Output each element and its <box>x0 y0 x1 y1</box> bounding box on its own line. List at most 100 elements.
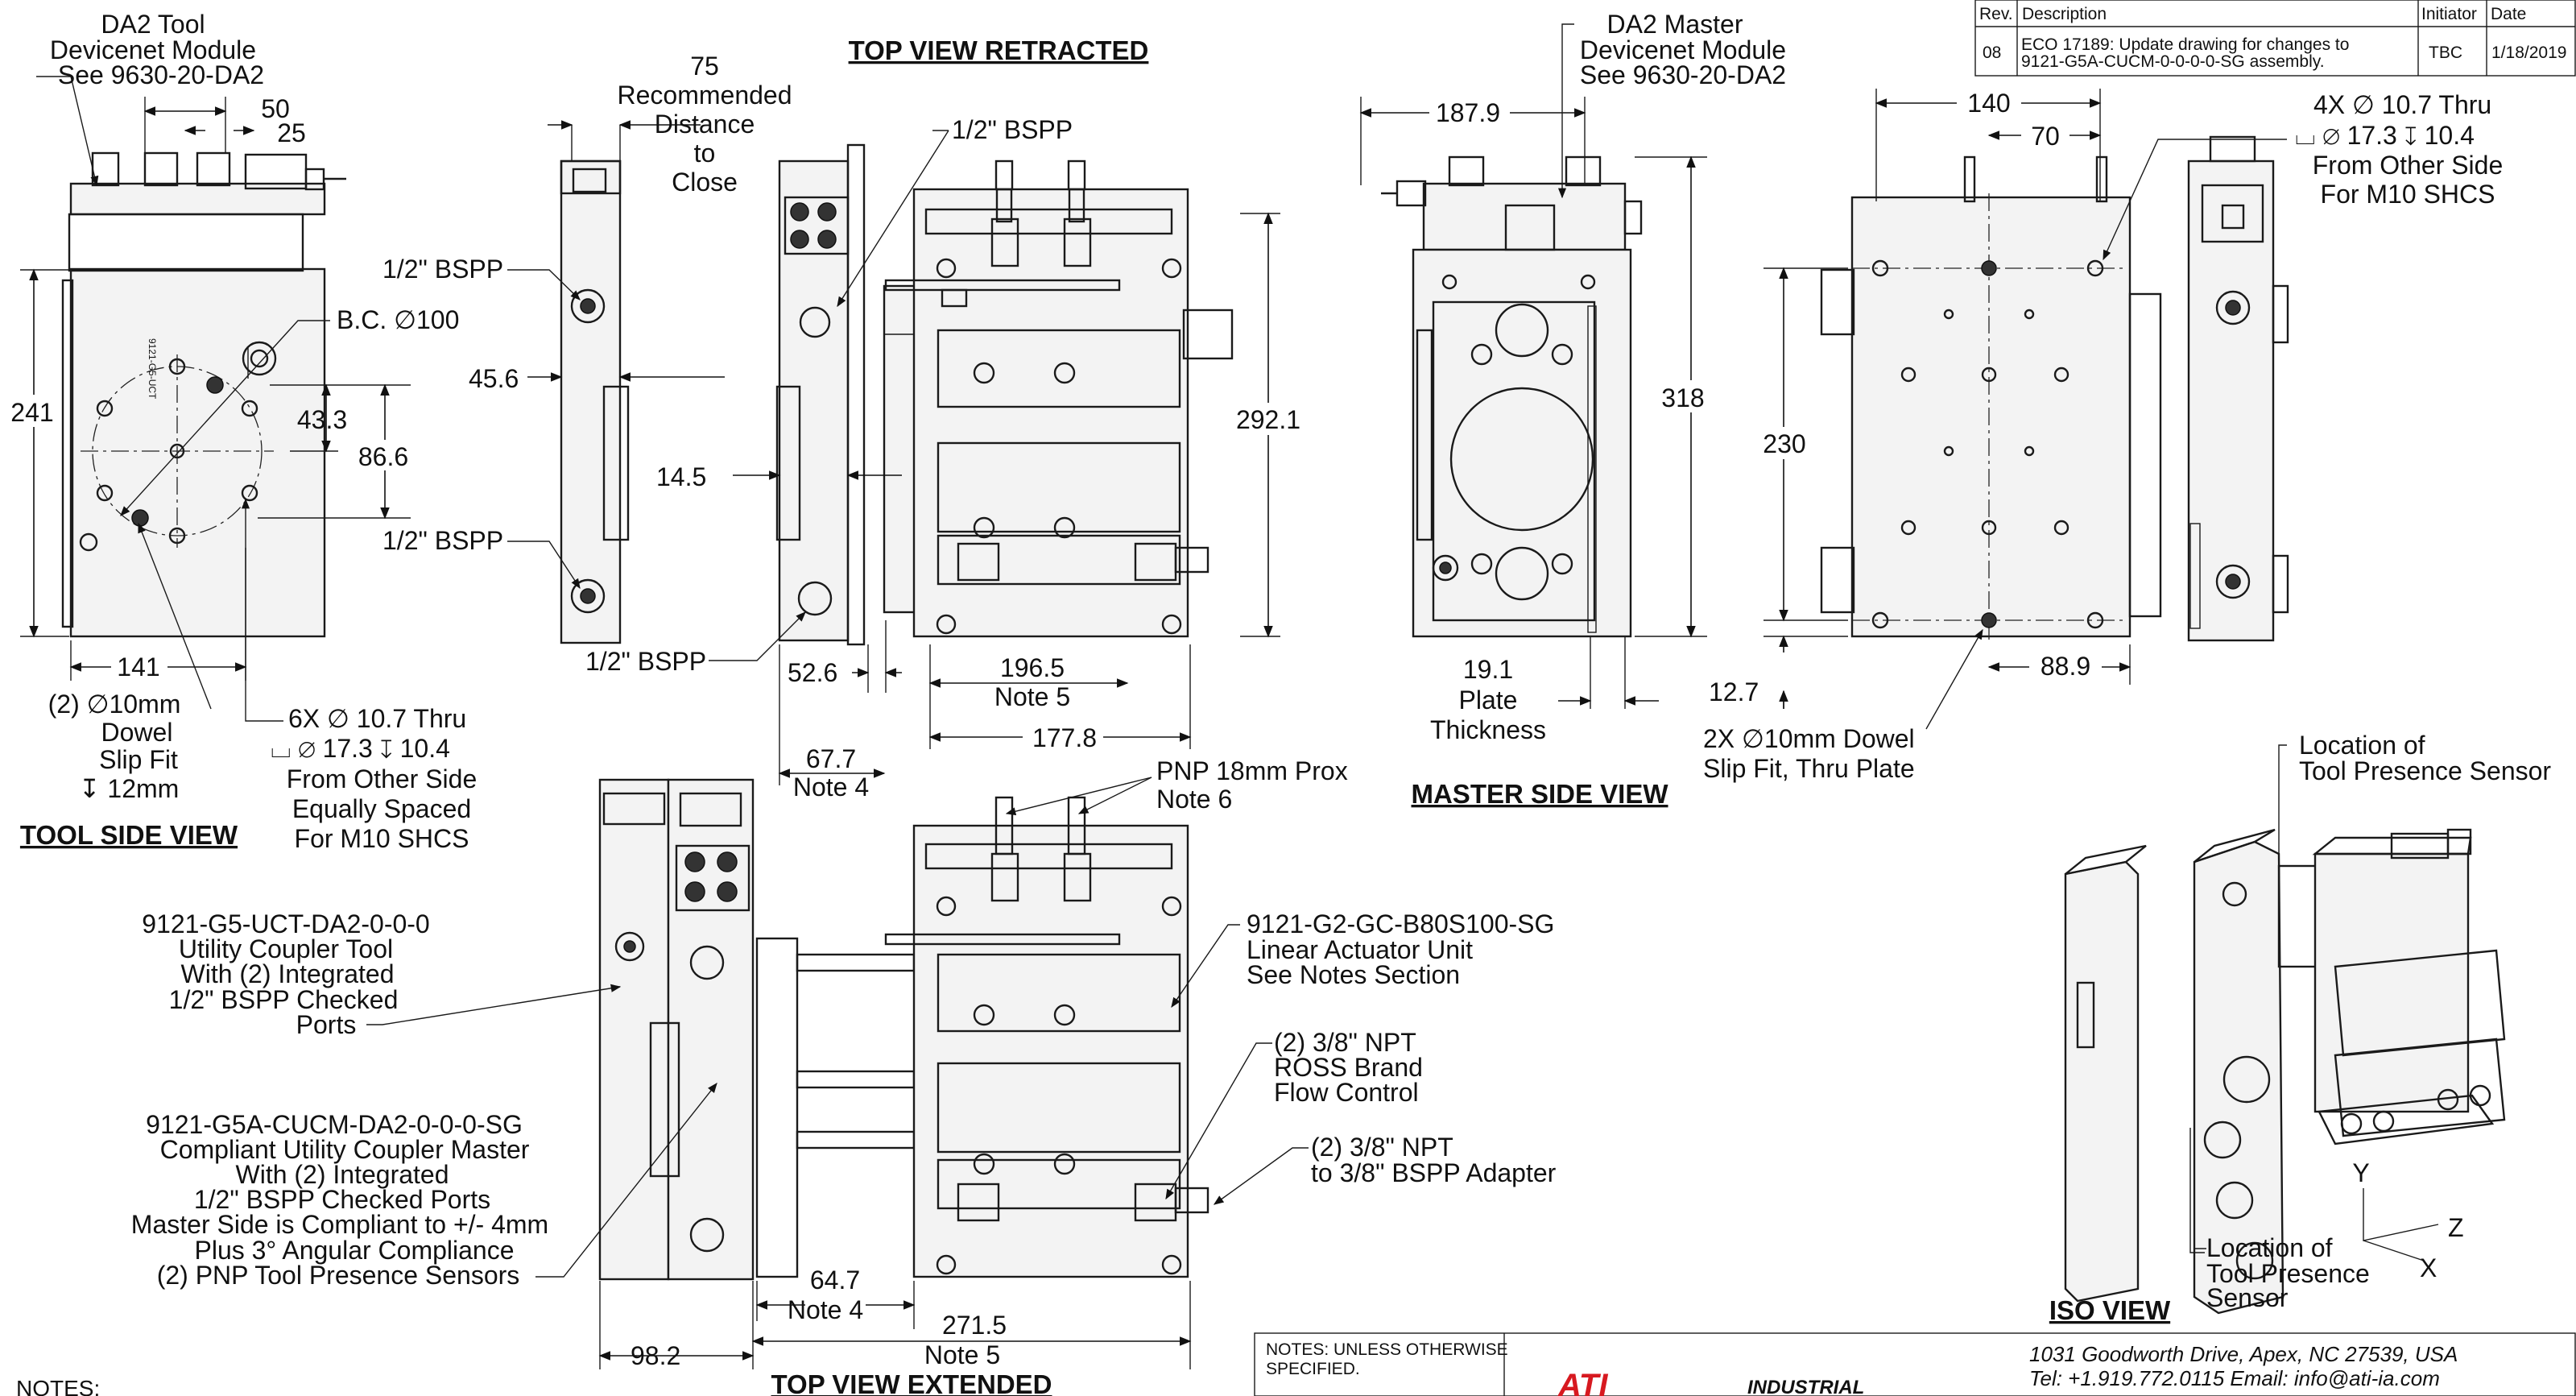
master-side-view: 187.9 DA2 Master Devicenet Module See 96… <box>1359 10 1786 809</box>
dim-70: 70 <box>2031 122 2060 151</box>
linear-actuator-line1: 9121-G2-GC-B80S100-SG <box>1247 909 1554 938</box>
dowel-tool-line2: Dowel <box>101 718 173 747</box>
holes-master-line3: From Other Side <box>2313 151 2504 180</box>
dim-12-7: 12.7 <box>1709 677 1759 706</box>
recommended-line5: Close <box>672 168 738 197</box>
plate-thickness-line3: Thickness <box>1430 715 1546 744</box>
holes-tool-line1: 6X ∅ 10.7 Thru <box>288 704 466 733</box>
top-view-retracted: TOP VIEW RETRACTED <box>585 35 1305 802</box>
utility-master-line5: Master Side is Compliant to +/- 4mm <box>131 1210 548 1239</box>
dim-196-5: 196.5 <box>1000 653 1065 682</box>
holes-tool-line4: Equally Spaced <box>292 794 471 823</box>
holes-master-line2: ⌴ ∅ 17.3 ↧ 10.4 <box>2295 121 2475 150</box>
utility-master-line7: (2) PNP Tool Presence Sensors <box>157 1261 520 1290</box>
utility-master-line2: Compliant Utility Coupler Master <box>160 1135 530 1164</box>
dowel-master-line2: Slip Fit, Thru Plate <box>1703 754 1915 783</box>
adapter-line1: (2) 3/8" NPT <box>1311 1133 1453 1162</box>
note5-extended: Note 5 <box>924 1340 1000 1369</box>
sensor-top-line1: Location of <box>2299 731 2425 760</box>
view-title-iso: ISO VIEW <box>2049 1295 2171 1325</box>
axis-x: X <box>2420 1253 2437 1282</box>
view-title-tool-side: TOOL SIDE VIEW <box>20 820 238 850</box>
rev-header: Rev. <box>1979 5 2013 23</box>
axis-y: Y <box>2352 1158 2369 1187</box>
ross-line1: (2) 3/8" NPT <box>1274 1028 1416 1057</box>
iso-view: Location of Tool Presence Sensor Locatio… <box>2049 731 2552 1325</box>
tool-side-view: 9121-G5-UCT 50 25 241 43.3 86.6 141 DA2 … <box>6 10 477 853</box>
dim-271-5: 271.5 <box>942 1311 1007 1340</box>
date-header: Date <box>2491 5 2526 23</box>
dim-45-6: 45.6 <box>469 364 519 393</box>
dim-14-5: 14.5 <box>656 462 706 491</box>
dowel-tool-line4: ↧ 12mm <box>79 774 180 803</box>
view-title-top-retracted: TOP VIEW RETRACTED <box>849 35 1149 65</box>
holes-master-line1: 4X ∅ 10.7 Thru <box>2313 90 2491 119</box>
ross-line3: Flow Control <box>1274 1078 1419 1107</box>
sensor-top-line2: Tool Presence Sensor <box>2299 756 2551 785</box>
holes-tool-line2: ⌴ ∅ 17.3 ↧ 10.4 <box>271 734 450 763</box>
da2-master-line2: Devicenet Module <box>1580 35 1786 64</box>
sensor-bottom-line2: Tool Presence <box>2206 1259 2370 1288</box>
dim-50: 50 <box>261 94 290 123</box>
brand-logo: ATI <box>1557 1368 1608 1396</box>
sensor-bottom-line3: Sensor <box>2206 1283 2289 1312</box>
dim-292-1: 292.1 <box>1236 405 1300 434</box>
recommended-line1: 75 <box>690 52 719 81</box>
dim-52-6: 52.6 <box>788 658 837 687</box>
ross-line2: ROSS Brand <box>1274 1053 1423 1082</box>
bspp-label-2: 1/2" BSPP <box>382 526 503 555</box>
description-line2: 9121-G5A-CUCM-0-0-0-0-SG assembly. <box>2021 52 2325 71</box>
bspp-label-1: 1/2" BSPP <box>382 255 503 284</box>
title-block: NOTES: UNLESS OTHERWISE SPECIFIED. ATI I… <box>16 1332 2576 1396</box>
dim-140: 140 <box>1967 89 2010 118</box>
bspp-label-3: 1/2" BSPP <box>952 115 1073 144</box>
dim-318: 318 <box>1661 383 1704 412</box>
utility-master-line3: With (2) Integrated <box>236 1160 449 1189</box>
utility-master-line6: Plus 3° Angular Compliance <box>194 1236 514 1265</box>
utility-master-line4: 1/2" BSPP Checked Ports <box>194 1185 490 1214</box>
view-title-master-side: MASTER SIDE VIEW <box>1411 779 1668 809</box>
da2-tool-line2: Devicenet Module <box>50 35 256 64</box>
svg-text:9121-G5-UCT: 9121-G5-UCT <box>147 338 158 400</box>
notes-line1: NOTES: UNLESS OTHERWISE <box>1266 1340 1508 1359</box>
notes-corner: NOTES: <box>16 1376 100 1396</box>
utility-tool-line1: 9121-G5-UCT-DA2-0-0-0 <box>142 909 429 938</box>
tool-profile-view: 75 Recommended Distance to Close 1/2" BS… <box>382 52 792 644</box>
sensor-bottom-line1: Location of <box>2206 1233 2333 1262</box>
dim-241: 241 <box>10 398 53 427</box>
adapter-line2: to 3/8" BSPP Adapter <box>1311 1158 1557 1187</box>
holes-tool-line3: From Other Side <box>287 764 478 793</box>
address-line2: Tel: +1.919.772.0115 Email: info@ati-ia.… <box>2029 1366 2440 1390</box>
linear-actuator-line2: Linear Actuator Unit <box>1247 935 1473 964</box>
utility-tool-line3: With (2) Integrated <box>181 959 395 988</box>
dowel-tool-line1: (2) ∅10mm <box>48 690 181 719</box>
view-title-top-extended: TOP VIEW EXTENDED <box>771 1369 1052 1396</box>
prox-line1: PNP 18mm Prox <box>1156 756 1348 785</box>
linear-actuator-line3: See Notes Section <box>1247 960 1460 989</box>
description-header: Description <box>2022 5 2107 23</box>
recommended-line3: Distance <box>655 110 755 139</box>
revision-table: Rev. Description Initiator Date 08 ECO 1… <box>1974 0 2576 77</box>
note4-extended: Note 4 <box>788 1295 863 1324</box>
master-plate-view: 140 70 230 12.7 88.9 2X ∅10mm Dowel Slip… <box>1703 87 2503 783</box>
plate-thickness-line2: Plate <box>1459 686 1518 715</box>
recommended-line4: to <box>694 139 716 168</box>
dim-64-7: 64.7 <box>810 1266 860 1295</box>
brand-sub: INDUSTRIAL <box>1747 1377 1864 1396</box>
recommended-line2: Recommended <box>618 81 792 110</box>
top-view-extended: PNP 18mm Prox Note 6 9121-G2-GC-B80S100-… <box>131 756 1557 1396</box>
dim-177-8: 177.8 <box>1032 723 1097 752</box>
dim-230: 230 <box>1763 429 1805 458</box>
utility-tool-line2: Utility Coupler Tool <box>179 934 393 963</box>
axis-z: Z <box>2448 1213 2464 1242</box>
da2-tool-line1: DA2 Tool <box>101 10 205 39</box>
dim-25: 25 <box>277 118 306 147</box>
dowel-tool-line3: Slip Fit <box>99 745 178 774</box>
note5-retracted: Note 5 <box>994 682 1070 711</box>
dim-187-9: 187.9 <box>1436 98 1500 127</box>
utility-master-line1: 9121-G5A-CUCM-DA2-0-0-0-SG <box>146 1110 523 1139</box>
da2-tool-line3: See 9630-20-DA2 <box>58 60 264 89</box>
date-value: 1/18/2019 <box>2491 43 2566 62</box>
prox-line2: Note 6 <box>1156 785 1232 814</box>
